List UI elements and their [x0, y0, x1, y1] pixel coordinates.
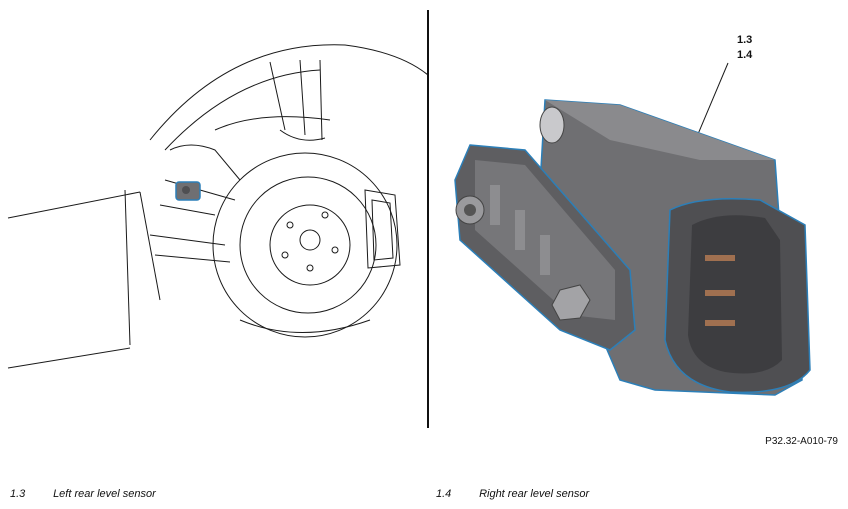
fender-arch — [149, 44, 427, 141]
panel-divider — [427, 10, 429, 428]
suspension-arm — [149, 179, 236, 263]
tire-line — [214, 116, 371, 333]
legend-number: 1.4 — [436, 488, 452, 500]
sensor-closeup-illustration — [454, 62, 811, 396]
legend-text: Left rear level sensor — [53, 488, 156, 500]
legend-item-left-sensor: 1.3 Left rear level sensor — [10, 488, 156, 500]
left-wheel-illustration — [7, 44, 427, 369]
legend-text: Right rear level sensor — [479, 488, 590, 500]
legend-number: 1.3 — [10, 488, 26, 500]
strut — [269, 59, 323, 141]
brake-caliper — [364, 189, 401, 269]
hub — [299, 229, 321, 251]
body-line-top — [7, 191, 141, 219]
fender-inner — [164, 69, 321, 151]
level-sensor-figure: 1.3 1.4 — [7, 10, 811, 428]
legend-item-right-sensor: 1.4 Right rear level sensor — [436, 488, 589, 500]
callout-label-top: 1.3 — [737, 34, 753, 46]
callout-label-bottom: 1.4 — [737, 49, 753, 61]
lever-nut — [551, 284, 591, 321]
brake-disc-outer — [212, 152, 398, 338]
figure-reference-code: P32.32-A010-79 — [765, 436, 838, 447]
body-line-low — [7, 347, 131, 369]
left-level-sensor — [175, 181, 201, 201]
mounting-post — [539, 106, 565, 144]
